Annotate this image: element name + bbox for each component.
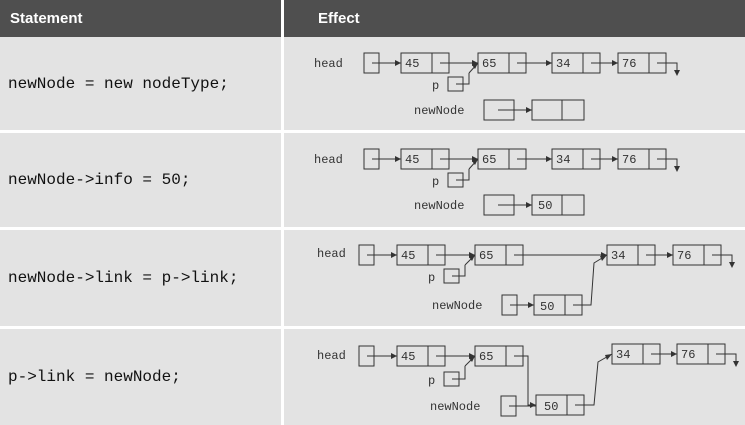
node-value: 65 [482,57,496,71]
node-value: 45 [405,57,419,71]
table-row: newNode->link = p->link; [0,230,745,326]
effect-cell: head 45 65 34 76 p newNode 50 [284,133,745,227]
newnode-label: newNode [432,299,482,313]
effect-cell: head 45 65 34 76 p newNode [284,37,745,130]
node-value: 45 [401,350,415,364]
newnode-label: newNode [414,104,464,118]
node-value: 65 [479,249,493,263]
table-row: newNode = new nodeType; [0,37,745,130]
column-divider [281,0,284,425]
node-value: 76 [681,348,695,362]
table-row: newNode->info = 50; [0,133,745,227]
statement-code: newNode->info = 50; [8,171,191,189]
newnode-info: 50 [540,300,554,314]
head-label: head [314,153,343,167]
statement-cell: newNode->link = p->link; [0,230,281,326]
effect-cell: head 45 65 34 76 p newNode 50 [284,230,745,326]
node-value: 76 [622,153,636,167]
p-label: p [428,374,435,388]
row-divider [0,227,745,230]
header-effect: Effect [318,10,360,27]
node-value: 65 [479,350,493,364]
p-label: p [432,79,439,93]
linked-list-diagram: head 45 65 34 76 p newNode [314,52,680,121]
p-label: p [432,175,439,189]
linked-list-diagram: head 45 65 34 76 p newNode 50 [317,343,739,417]
node-value: 65 [482,153,496,167]
effect-cell: head 45 65 34 76 p newNode 50 [284,329,745,425]
head-label: head [314,57,343,71]
node-value: 34 [616,348,630,362]
table-header: Statement Effect [0,0,745,37]
table-row: p->link = newNode; [0,329,745,425]
statement-code: p->link = newNode; [8,368,181,386]
node-value: 45 [405,153,419,167]
node-value: 34 [556,153,570,167]
newnode-info: 50 [538,199,552,213]
row-divider [0,326,745,329]
node-value: 76 [622,57,636,71]
newnode-info: 50 [544,400,558,414]
statement-cell: newNode->info = 50; [0,133,281,227]
header-statement: Statement [10,10,83,27]
newnode-label: newNode [430,400,480,414]
linked-list-diagram: head 45 65 34 76 p newNode 50 [314,148,680,216]
head-label: head [317,349,346,363]
statement-code: newNode->link = p->link; [8,269,239,287]
statement-cell: newNode = new nodeType; [0,37,281,130]
node-value: 34 [611,249,625,263]
statement-cell: p->link = newNode; [0,329,281,425]
row-divider [0,130,745,133]
head-label: head [317,247,346,261]
statement-code: newNode = new nodeType; [8,74,229,93]
newnode-label: newNode [414,199,464,213]
node-value: 34 [556,57,570,71]
node-value: 76 [677,249,691,263]
node-value: 45 [401,249,415,263]
p-label: p [428,271,435,285]
linked-list-diagram: head 45 65 34 76 p newNode 50 [317,244,735,316]
